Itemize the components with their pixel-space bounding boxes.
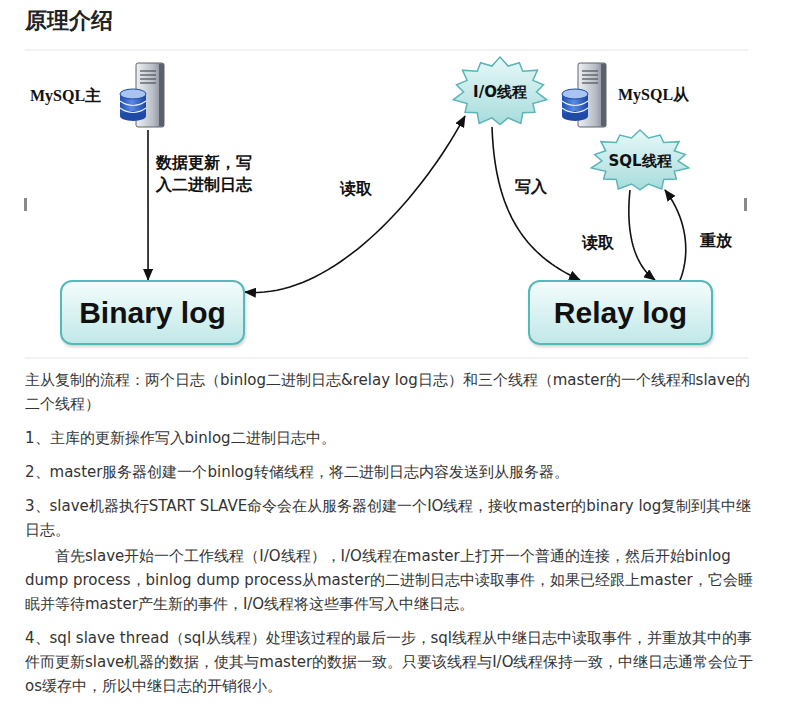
- paragraph-text: 3、slave机器执行START SLAVE命令会在从服务器创建一个IO线程，接…: [25, 494, 760, 542]
- disk-stripe: [562, 101, 588, 106]
- disk-stripe: [120, 108, 146, 113]
- flow-arrow: [147, 130, 149, 280]
- thread-label: SQL线程: [608, 152, 671, 171]
- server-slot: [582, 74, 598, 75]
- server-node: MySQL主: [28, 62, 168, 130]
- server-icon: [560, 62, 610, 130]
- disk-top: [120, 89, 146, 99]
- thread-star: I/O线程: [452, 57, 548, 127]
- thread-label: I/O线程: [473, 83, 527, 102]
- star-shape: [453, 57, 547, 125]
- paragraph-text: 1、主库的更新操作写入binlog二进制日志中。: [25, 426, 760, 450]
- log-label: Binary log: [79, 296, 226, 330]
- server-side: [159, 64, 164, 126]
- server-slot: [582, 78, 598, 79]
- edge-label: 重放: [700, 230, 732, 252]
- flow-arrow: [492, 127, 580, 280]
- separator-line: [25, 358, 748, 359]
- server-node: MySQL从: [560, 62, 725, 128]
- separator-line: [25, 50, 748, 51]
- edge-mark: [24, 198, 27, 211]
- page-title: 原理介绍: [25, 6, 113, 36]
- paragraph-text: 主从复制的流程：两个日志（binlog二进制日志&relay log日志）和三个…: [25, 368, 760, 416]
- server-icon: [118, 62, 168, 130]
- server-side: [601, 64, 606, 126]
- edge-label: 写入: [515, 176, 547, 198]
- flow-arrow: [629, 190, 655, 280]
- log-box: Binary log: [60, 280, 245, 345]
- server-slot: [140, 82, 156, 83]
- edge-label: 读取: [582, 232, 614, 254]
- paragraph-text: 2、master服务器创建一个binlog转储线程，将二进制日志内容发送到从服务…: [25, 460, 760, 484]
- disk-stripe: [562, 108, 588, 113]
- server-label: MySQL从: [618, 85, 689, 106]
- log-label: Relay log: [554, 296, 687, 330]
- server-slot: [582, 82, 598, 83]
- edge-mark: [744, 198, 747, 211]
- server-label: MySQL主: [30, 86, 101, 107]
- star-shape: [591, 130, 688, 190]
- edge-label: 读取: [340, 178, 372, 200]
- server-slot: [582, 70, 598, 71]
- edge-label: 数据更新，写入二进制日志: [156, 152, 256, 196]
- paragraph-text: 4、sql slave thread（sql从线程）处理该过程的最后一步，sql…: [25, 626, 760, 698]
- thread-star: SQL线程: [590, 130, 690, 192]
- disk-top: [562, 89, 588, 99]
- flow-arrow: [245, 116, 465, 292]
- log-box: Relay log: [528, 280, 713, 345]
- flow-arrow: [665, 190, 686, 280]
- text-layer: 主从复制的流程：两个日志（binlog二进制日志&relay log日志）和三个…: [25, 368, 760, 698]
- disk-stripe: [120, 101, 146, 106]
- server-slot: [140, 70, 156, 71]
- server-slot: [140, 78, 156, 79]
- paragraph-text: 首先slave开始一个工作线程（I/O线程），I/O线程在master上打开一个…: [25, 544, 760, 616]
- server-slot: [140, 74, 156, 75]
